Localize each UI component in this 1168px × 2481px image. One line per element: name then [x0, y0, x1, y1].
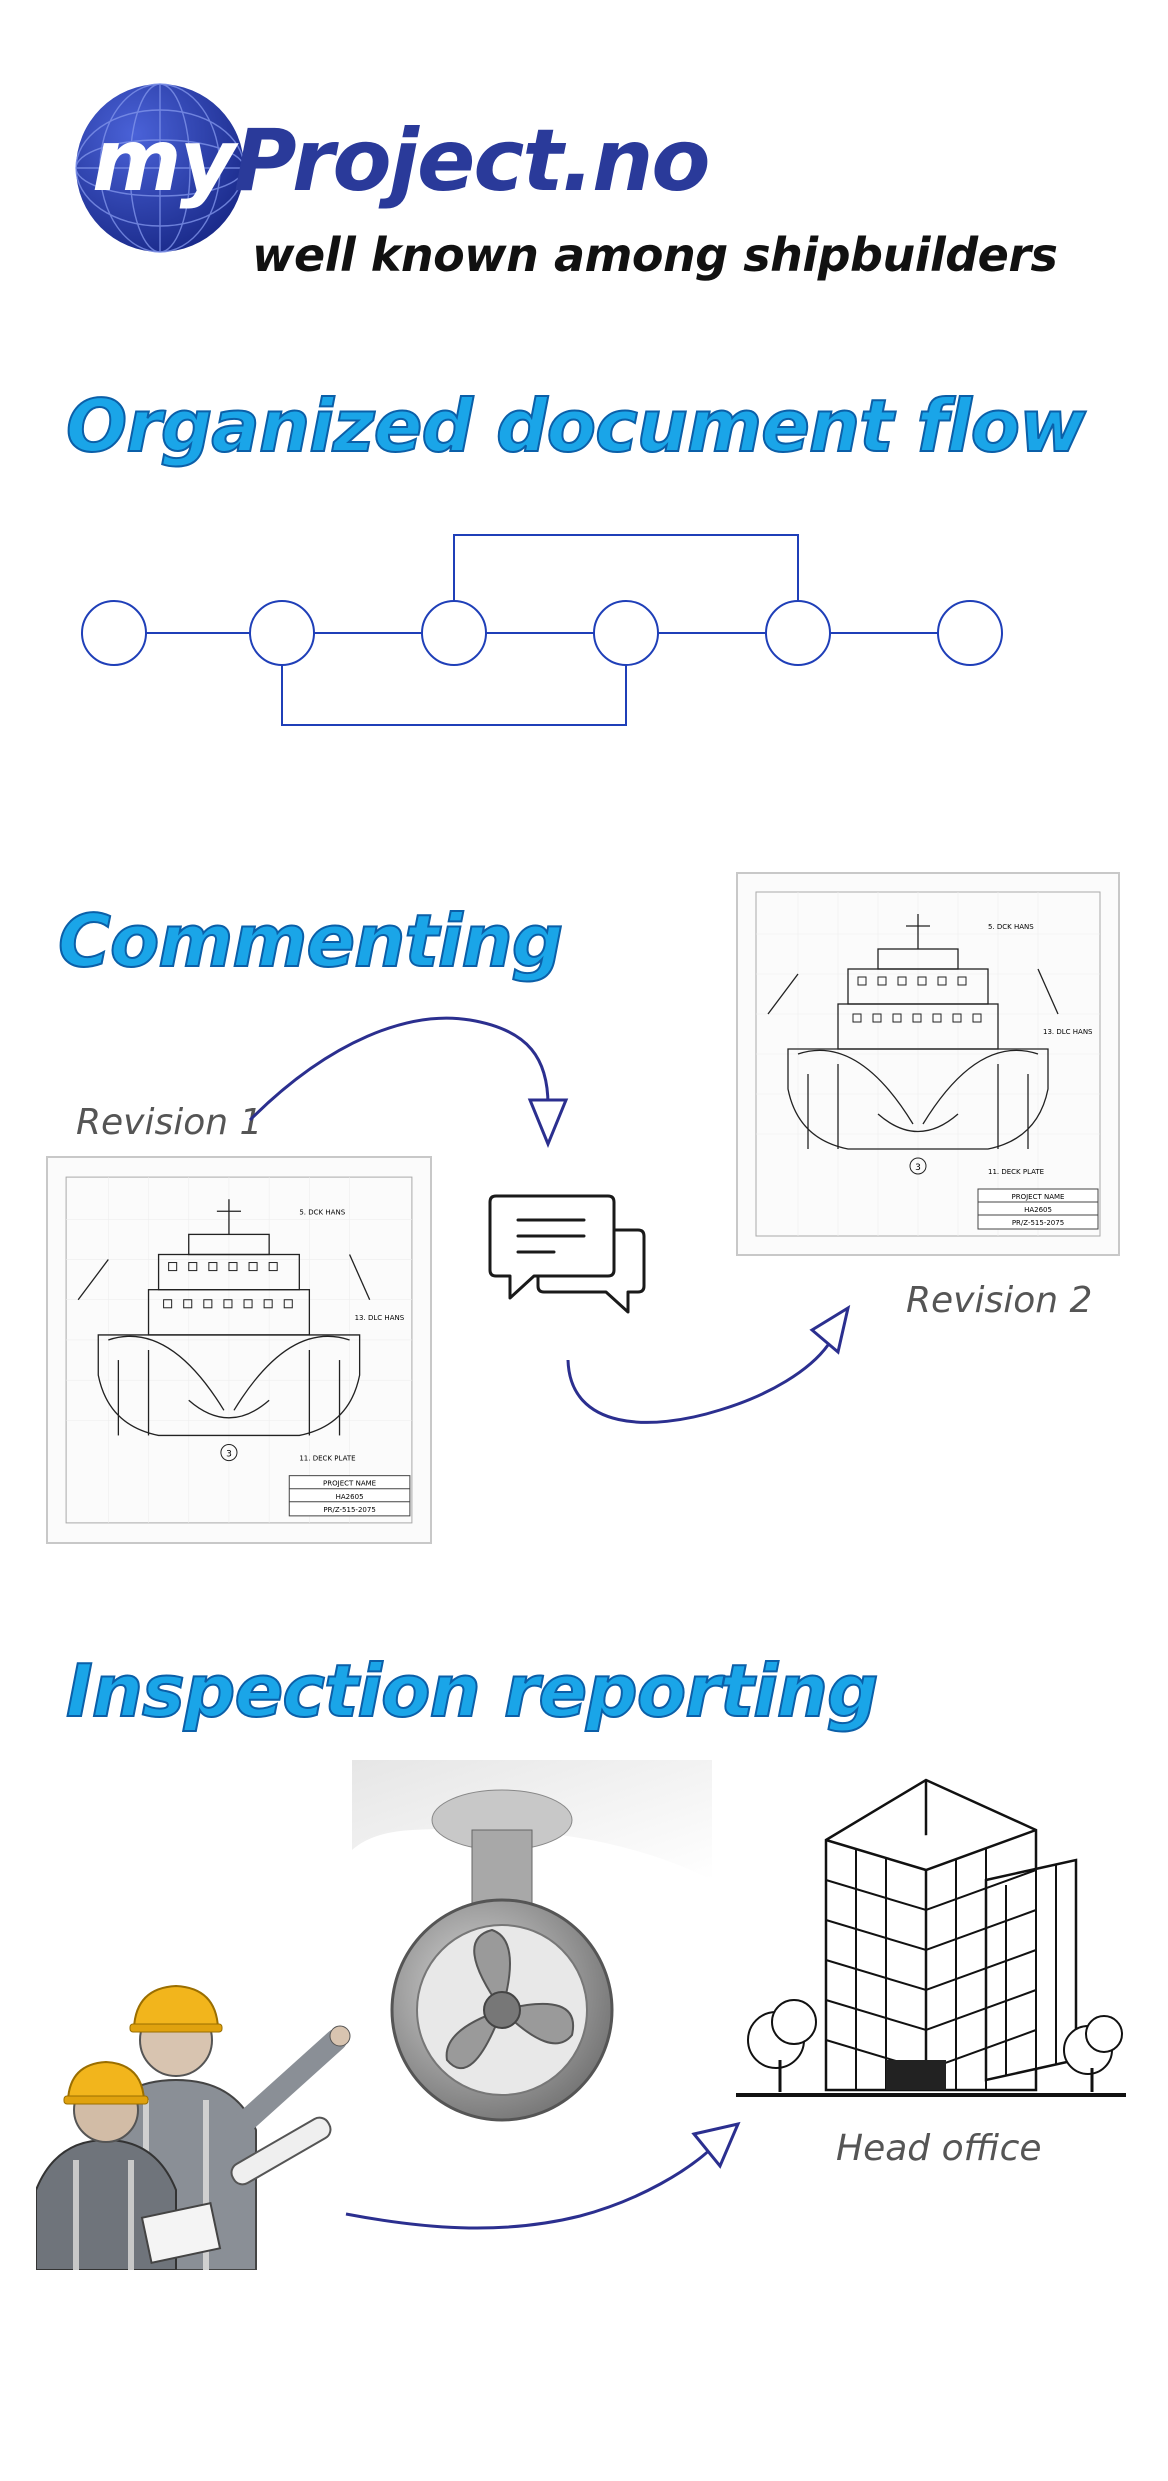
flow-node: [593, 600, 659, 666]
blueprint-revision-1: 3 5. DCK HANS 13. DLC HANS 11. DECK PLAT…: [46, 1156, 432, 1544]
label-mid: 13. DLC HANS: [1043, 1028, 1093, 1036]
flow-node: [249, 600, 315, 666]
label-bot: 11. DECK PLATE: [299, 1454, 355, 1463]
ref-no: PR/Z-515-2075: [1012, 1219, 1064, 1227]
logo-my: my: [92, 111, 236, 211]
project-name: PROJECT NAME: [323, 1479, 376, 1488]
chat-bubbles-icon: [488, 1190, 648, 1330]
marker-label: 3: [226, 1450, 232, 1460]
arrowhead-down-icon: [527, 1098, 569, 1148]
label-bot: 11. DECK PLATE: [988, 1168, 1044, 1176]
inspection-heading: Inspection reporting: [65, 1649, 880, 1733]
flow-node: [421, 600, 487, 666]
label-top: 5. DCK HANS: [988, 923, 1034, 931]
head-office-label: Head office: [836, 2128, 1042, 2169]
drawing-no: HA2605: [1024, 1206, 1052, 1214]
flow-node: [937, 600, 1003, 666]
revision-2-label: Revision 2: [906, 1280, 1093, 1321]
arrowhead-right-icon: [809, 1304, 851, 1355]
tagline: well known among shipbuilders: [252, 228, 1058, 282]
ref-no: PR/Z-515-2075: [323, 1505, 375, 1514]
flow-node: [765, 600, 831, 666]
inspectors-image: [36, 1930, 356, 2270]
logo-project: Project.no: [233, 111, 711, 211]
flow-node: [81, 600, 147, 666]
document-flow-diagram: [70, 530, 1030, 740]
arrowhead-right-icon: [691, 2121, 741, 2169]
label-mid: 13. DLC HANS: [355, 1313, 405, 1322]
project-name: PROJECT NAME: [1012, 1193, 1065, 1201]
logo-globe-icon: [74, 82, 246, 254]
arrow-to-comment: [248, 1016, 550, 1122]
marker-label: 3: [915, 1163, 921, 1173]
drawing-no: HA2605: [336, 1492, 364, 1501]
logo-wordmark: myProject.no: [92, 118, 710, 204]
commenting-arrows: [248, 1016, 851, 1424]
office-building-image: [736, 1760, 1126, 2120]
commenting-heading: Commenting: [57, 899, 564, 983]
flow-heading: Organized document flow: [65, 384, 1087, 468]
revision-1-label: Revision 1: [76, 1102, 263, 1143]
inspection-arrow: [0, 2040, 1168, 2240]
thruster-image: [352, 1760, 712, 2140]
blueprint-revision-2: 3 5. DCK HANS 13. DLC HANS 11. DECK PLAT…: [736, 872, 1120, 1256]
arrow-to-revision-2: [566, 1344, 830, 1424]
label-top: 5. DCK HANS: [299, 1207, 345, 1216]
